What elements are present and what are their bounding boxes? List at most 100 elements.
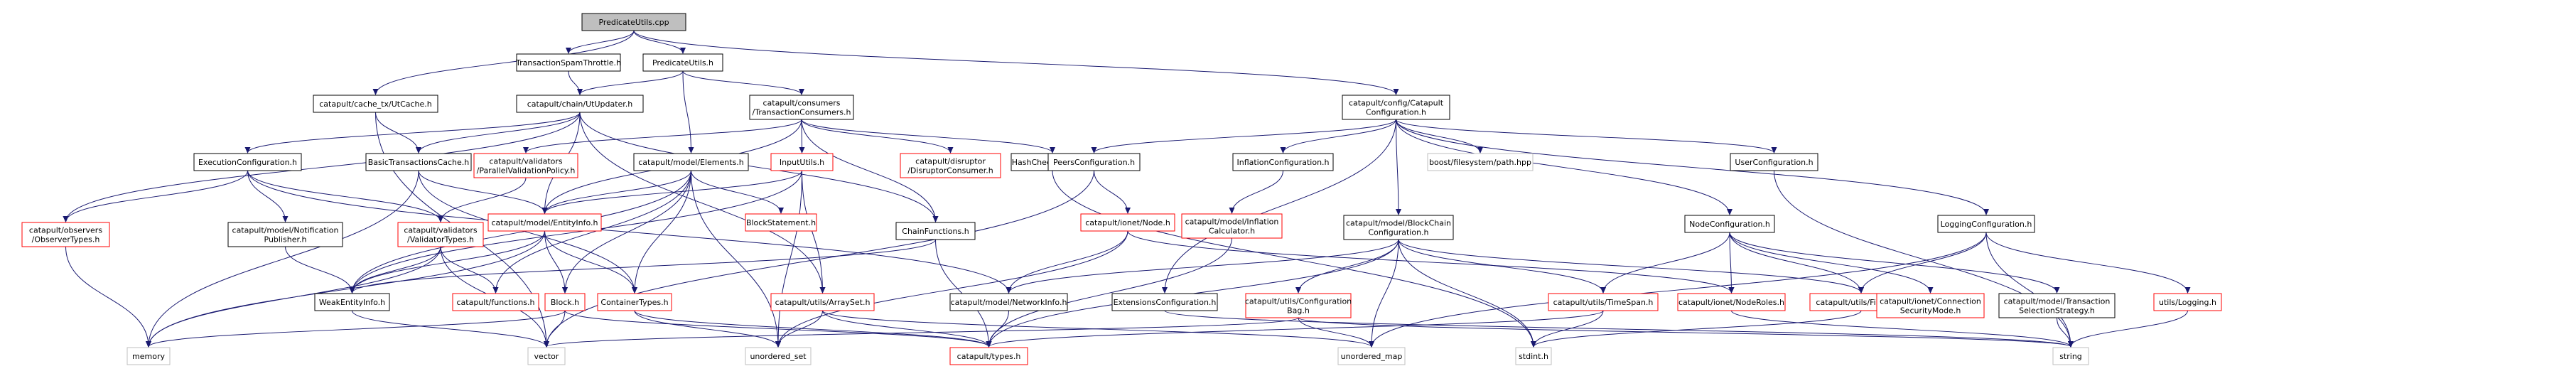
dependency-edge [801,119,954,154]
graph-node[interactable]: PeersConfiguration.h [1047,153,1141,171]
graph-node[interactable]: boost/filesystem/path.hpp [1427,153,1534,171]
dependency-edge [579,112,826,294]
graph-node[interactable]: ContainerTypes.h [597,293,672,311]
node-label: PredicateUtils.h [652,58,713,68]
dependency-edge [146,310,566,348]
graph-node[interactable]: catapult/model/EntityInfo.h [487,213,602,232]
graph-node[interactable]: catapult/cache_tx/UtCache.h [313,95,438,113]
graph-node[interactable]: catapult/utils/TimeSpan.h [1548,293,1659,311]
nodes-layer: PredicateUtils.cpp catapult/cache_tx/UtCa… [21,13,2222,365]
node-box [314,293,390,311]
node-box [21,222,110,247]
dependency-edge [1729,232,1864,294]
graph-node[interactable]: catapult/chain/UtUpdater.h [516,95,644,113]
dependency-edge [634,310,781,348]
graph-node[interactable]: catapult/functions.h [452,293,539,311]
node-box [397,222,484,247]
graph-node[interactable]: catapult/model/NetworkInfo.h [949,293,1068,311]
node-label: catapult/utils/ArraySet.h [775,298,871,307]
graph-node[interactable]: utils/Logging.h [2153,293,2222,311]
graph-node[interactable]: catapult/disruptor/DisruptorConsumer.h [900,153,1001,178]
node-label: catapult/model/Inflation [1185,217,1279,227]
node-label: SecurityMode.h [1900,306,1961,316]
graph-node[interactable]: catapult/types.h [949,347,1028,365]
graph-node[interactable]: InputUtils.h [770,153,834,171]
graph-node[interactable]: catapult/observers/ObserverTypes.h [21,222,110,247]
node-label: ExtensionsConfiguration.h [1114,298,1217,307]
dependency-edge [544,317,1299,348]
graph-node[interactable]: catapult/consumers/TransactionConsumers.… [749,95,854,120]
graph-node[interactable]: catapult/ionet/NodeRoles.h [1677,293,1786,311]
node-label: catapult/model/Elements.h [638,158,744,167]
graph-node[interactable]: PredicateUtils.cpp [581,13,686,31]
node-box [1245,293,1352,318]
graph-node[interactable]: catapult/model/Elements.h [633,153,749,171]
node-label: BasicTransactionsCache.h [368,158,469,167]
graph-node[interactable]: catapult/validators/ValidatorTypes.h [397,222,484,247]
graph-node[interactable]: catapult/utils/ArraySet.h [770,293,875,311]
graph-node[interactable]: unordered_map [1337,347,1406,365]
dependency-edge [2068,310,2188,348]
graph-node[interactable]: BlockStatement.h [745,213,817,232]
dependency-edge [1295,239,1399,294]
dependency-edge [986,237,1232,348]
dependency-edge [349,239,936,294]
dependency-edge [244,112,581,154]
dependency-edge [1091,119,1396,154]
graph-node[interactable]: WeakEntityInfo.h [314,293,390,311]
dependency-edge [775,310,823,348]
graph-node[interactable]: ExecutionConfiguration.h [193,153,302,171]
graph-node[interactable]: PredicateUtils.h [642,53,723,72]
node-box [1232,153,1334,171]
dependency-edge [633,30,686,54]
graph-node[interactable]: vector [527,347,566,365]
node-box [1515,347,1552,365]
dependency-edge [63,170,248,222]
dependency-edge [1531,310,1862,348]
graph-node[interactable]: ExtensionsConfiguration.h [1111,293,1218,311]
node-label: Bag.h [1287,306,1310,316]
graph-node[interactable]: LoggingConfiguration.h [1937,215,2035,233]
dependency-edge [1396,119,1777,154]
node-label: WeakEntityInfo.h [319,298,385,307]
graph-node[interactable]: NodeConfiguration.h [1684,215,1775,233]
dependency-edge [579,112,939,222]
graph-node[interactable]: catapult/ionet/Node.h [1080,213,1175,232]
dependency-edge [1731,310,2074,348]
graph-node[interactable]: catapult/validators/ParallelValidationPo… [473,153,578,178]
dependency-edge [986,310,1009,348]
dependency-edge [544,230,637,294]
node-box [473,153,578,178]
graph-node[interactable]: stdint.h [1515,347,1552,365]
graph-node[interactable]: memory [126,347,171,365]
node-box [895,222,976,240]
graph-node[interactable]: string [2052,347,2089,365]
dependency-edge [1858,232,1987,294]
dependency-edge [1985,232,2191,294]
graph-node[interactable]: InflationConfiguration.h [1232,153,1334,171]
node-box [900,153,1001,178]
node-box [544,293,586,311]
node-box [1998,293,2116,318]
graph-node[interactable]: Block.h [544,293,586,311]
node-label: catapult/ionet/NodeRoles.h [1678,298,1784,307]
graph-node[interactable]: ChainFunctions.h [895,222,976,240]
dependency-edge [349,170,691,294]
graph-node[interactable]: BasicTransactionsCache.h [365,153,472,171]
node-box [1684,215,1775,233]
node-label: catapult/consumers [762,99,840,108]
graph-node[interactable]: TransactionSpamThrottle.h [515,53,621,72]
graph-node[interactable]: UserConfiguration.h [1730,153,1818,171]
graph-node[interactable]: catapult/model/TransactionSelectionStrat… [1998,293,2116,318]
node-box [770,153,834,171]
dependency-edge [1600,232,1730,294]
dependency-edge [146,170,419,348]
node-label: catapult/observers [29,226,102,235]
graph-node[interactable]: unordered_set [745,347,812,365]
